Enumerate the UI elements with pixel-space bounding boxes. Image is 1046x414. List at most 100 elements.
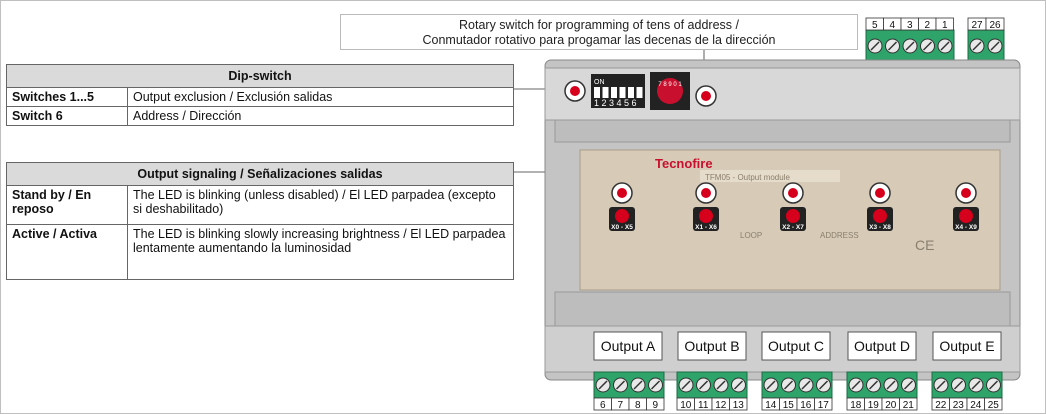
screw-slot (870, 41, 880, 51)
terminal-number-box (899, 397, 918, 411)
rotary-digits: 7 8 9 0 1 (658, 82, 682, 88)
screw-slot (818, 380, 829, 390)
terminal-number: 13 (733, 400, 745, 411)
screw-slot (698, 380, 709, 390)
led-button-label: X3 - X8 (869, 224, 891, 231)
screw-slot (953, 380, 964, 390)
dip-key (611, 87, 617, 98)
output-label: Output B (684, 338, 739, 354)
terminal-number: 15 (783, 400, 795, 411)
brand-logo: Tecnofire (655, 156, 713, 171)
rotary-switch-callout: Rotary switch for programming of tens of… (340, 14, 858, 50)
screw-slot (716, 380, 726, 390)
terminal-number: 26 (989, 20, 1001, 31)
output-label-box (593, 331, 663, 361)
terminal-number: 8 (635, 400, 641, 411)
terminal-number: 6 (600, 400, 606, 411)
terminal-number-box (935, 17, 954, 31)
terminal-number-box (729, 397, 748, 411)
dip-switch: ON 1 2 3 4 5 6 (591, 74, 645, 108)
terminal-number: 10 (680, 400, 692, 411)
terminal-number: 27 (971, 20, 983, 31)
output-label: Output A (601, 338, 656, 354)
terminal-number: 23 (953, 400, 965, 411)
screw-slot (801, 380, 811, 390)
output-label: Output C (768, 338, 824, 354)
screw-slot (598, 380, 608, 390)
dip-key (619, 87, 626, 98)
terminal-number: 9 (652, 400, 658, 411)
rotary-callout-dot (701, 91, 711, 101)
led-light (961, 188, 971, 198)
signal-row-2-value: The LED is blinking slowly increasing br… (127, 224, 514, 280)
led-button-label: X4 - X9 (955, 224, 977, 231)
terminal-number-box (984, 397, 1003, 411)
screw-slot (887, 41, 898, 51)
output-label-box (677, 331, 747, 361)
address-label: ADDRESS (820, 231, 859, 240)
terminal-number: 2 (924, 20, 930, 31)
screw-slot (615, 380, 626, 390)
dip-row-2-value: Address / Dirección (127, 106, 514, 126)
terminal-number: 12 (715, 400, 727, 411)
led-light (788, 188, 798, 198)
terminal-number-box (985, 17, 1005, 31)
screw-slot (936, 380, 946, 390)
output-labels: Output A Output B Output C Output D Output E (593, 331, 1002, 361)
terminal-number: 24 (970, 400, 982, 411)
screw-slot (633, 380, 643, 390)
screw-slot (972, 41, 982, 51)
rotary-callout-line2: Conmutador rotativo para progamar las de… (422, 33, 776, 47)
screw-slot (922, 41, 933, 51)
terminal-number: 22 (935, 400, 947, 411)
led-button-label: X1 - X6 (695, 224, 717, 231)
screw-slot (990, 41, 1000, 51)
terminal-number: 17 (818, 400, 830, 411)
terminal-number: 5 (872, 20, 878, 31)
panel-title-text: TFM05 - Output module (705, 173, 790, 182)
terminal-number: 16 (800, 400, 812, 411)
led-light (875, 188, 885, 198)
screw-slot (650, 380, 661, 390)
led-button-label: X2 - X7 (782, 224, 804, 231)
dip-keys (594, 87, 643, 98)
terminal-number: 18 (850, 400, 862, 411)
dip-row-2-label: Switch 6 (6, 106, 128, 126)
dip-numbers: 1 2 3 4 5 6 (594, 98, 637, 108)
terminal-number: 25 (988, 400, 1000, 411)
screw-slot (903, 380, 914, 390)
dip-key (594, 87, 600, 98)
led-light (617, 188, 627, 198)
push-button-cap (959, 209, 973, 223)
output-signaling-table: Output signaling / Señalizaciones salida… (6, 162, 514, 280)
screw-slot (733, 380, 744, 390)
output-label: Output D (854, 338, 910, 354)
module-rail-top (554, 119, 1011, 143)
led-light (701, 188, 711, 198)
top-screws (867, 38, 1003, 54)
screw-slot (886, 380, 896, 390)
signal-row-1-label: Stand by / En reposo (6, 185, 128, 225)
screw-slot (868, 380, 879, 390)
output-label-box (761, 331, 831, 361)
terminal-number: 7 (617, 400, 623, 411)
rotary-switch: 7 8 9 0 1 (650, 72, 690, 110)
output-label-box (932, 331, 1002, 361)
terminal-number: 11 (698, 400, 709, 411)
terminal-number: 20 (885, 400, 897, 411)
dip-switch-table: Dip-switch Switches 1...5 Output exclusi… (6, 64, 514, 126)
dip-callout-dot (570, 86, 580, 96)
terminal-number: 19 (868, 400, 880, 411)
output-label: Output E (939, 338, 994, 354)
screw-slot (681, 380, 691, 390)
push-button-cap (699, 209, 713, 223)
dip-key (636, 87, 643, 98)
dip-row-1-value: Output exclusion / Exclusión salidas (127, 87, 514, 107)
screw-slot (905, 41, 915, 51)
terminal-number: 4 (889, 20, 895, 31)
panel-title-plate (700, 170, 840, 182)
screw-slot (988, 380, 999, 390)
